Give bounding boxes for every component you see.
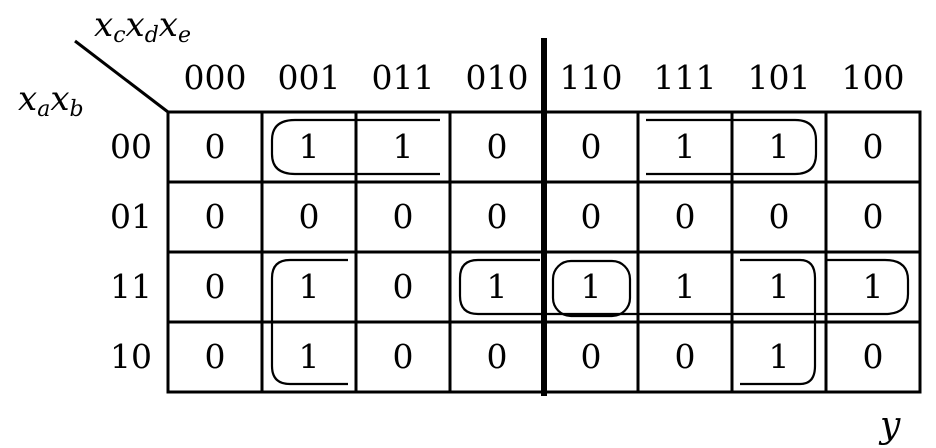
- column-header: 001: [277, 58, 341, 97]
- cell: 1: [486, 267, 508, 306]
- cell: 0: [486, 127, 508, 166]
- cell: 1: [768, 127, 790, 166]
- column-variables-label: xcxdxe: [94, 5, 192, 48]
- cell: 0: [768, 197, 790, 236]
- row-header: 01: [110, 197, 152, 236]
- cell: 0: [580, 337, 602, 376]
- cell: 0: [580, 197, 602, 236]
- cell: 0: [486, 197, 508, 236]
- cell: 0: [204, 197, 226, 236]
- cell: 1: [862, 267, 884, 306]
- cell: 0: [392, 337, 414, 376]
- cell: 1: [768, 267, 790, 306]
- cell: 0: [392, 267, 414, 306]
- column-header: 101: [747, 58, 811, 97]
- cell: 0: [204, 337, 226, 376]
- cell: 0: [862, 197, 884, 236]
- column-header: 010: [465, 58, 529, 97]
- cell: 1: [768, 337, 790, 376]
- row-header: 11: [110, 267, 152, 306]
- cell: 0: [862, 337, 884, 376]
- cell: 0: [204, 127, 226, 166]
- cell: 0: [674, 337, 696, 376]
- column-header: 000: [183, 58, 247, 97]
- row-variables-label: xaxb: [18, 79, 84, 122]
- cell: 1: [298, 337, 320, 376]
- cell: 1: [298, 127, 320, 166]
- cell: 0: [862, 127, 884, 166]
- row-header: 10: [110, 337, 152, 376]
- column-header: 111: [653, 58, 717, 97]
- column-header: 110: [559, 58, 623, 97]
- cell: 0: [392, 197, 414, 236]
- corner-diagonal: [74, 39, 169, 114]
- cell: 0: [580, 127, 602, 166]
- cell: 0: [204, 267, 226, 306]
- column-header: 011: [371, 58, 435, 97]
- output-label: y: [880, 405, 901, 446]
- cell: 1: [674, 267, 696, 306]
- cell: 1: [392, 127, 414, 166]
- cell: 1: [298, 267, 320, 306]
- cell: 0: [298, 197, 320, 236]
- column-header: 100: [841, 58, 905, 97]
- cell: 1: [674, 127, 696, 166]
- row-header: 00: [110, 127, 152, 166]
- cell: 1: [580, 267, 602, 306]
- cell: 0: [486, 337, 508, 376]
- cell: 0: [674, 197, 696, 236]
